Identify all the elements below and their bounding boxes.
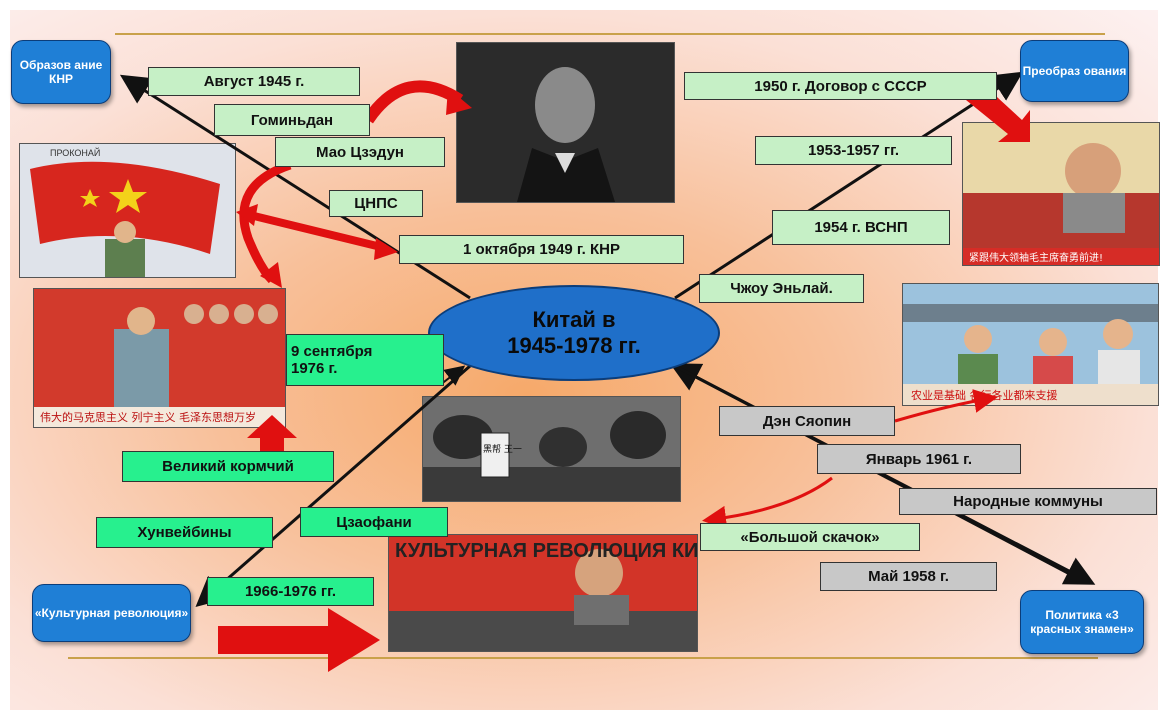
center-topic[interactable]: Китай в 1945-1978 гг. <box>428 285 720 381</box>
red-curve-deng <box>894 389 998 423</box>
node-cultural-revolution[interactable]: «Культурная революция» <box>32 584 191 642</box>
mao-portrait-poster: 紧跟伟大领袖毛主席奋勇前进! <box>962 122 1160 266</box>
label-deng: Дэн Сяопин <box>719 406 895 436</box>
label-1966-1976: 1966-1976 гг. <box>207 577 374 606</box>
poster-caption-3: 紧跟伟大领袖毛主席奋勇前进! <box>969 251 1103 264</box>
label-great-leap: «Большой скачок» <box>700 523 920 551</box>
center-title: Китай в <box>532 307 616 332</box>
label-cnps: ЦНПС <box>329 190 423 217</box>
node-transformations[interactable]: Преобраз ования <box>1020 40 1129 102</box>
connector-cultural <box>195 364 471 607</box>
center-years: 1945-1978 гг. <box>507 333 641 358</box>
label-hongweibing: Хунвейбины <box>96 517 273 548</box>
label-treaty-1950: 1950 г. Договор с СССР <box>684 72 997 100</box>
label-communes: Народные коммуны <box>899 488 1157 515</box>
mao-stalin-poster: 伟大的马克思主义 列宁主义 毛泽东思想万岁 <box>33 288 286 428</box>
red-right-arrow <box>218 608 380 672</box>
struggle-session-photo: 黑帮 王一 <box>422 396 681 502</box>
node-formation[interactable]: Образов ание КНР <box>11 40 111 104</box>
node-three-banners[interactable]: Политика «3 красных знамен» <box>1020 590 1144 654</box>
label-sep-1976: 9 сентября 1976 г. <box>286 334 444 386</box>
label-august-1945: Август 1945 г. <box>148 67 360 96</box>
cultural-poster-text: КУЛЬТУРНАЯ РЕВОЛЮЦИЯ КИТАЯ <box>395 540 697 562</box>
label-sep-1976-line1: 9 сентября <box>291 343 373 360</box>
label-guomindang: Гоминьдан <box>214 104 370 136</box>
portrait-figure <box>457 43 674 202</box>
portrait-photo <box>456 42 675 203</box>
label-sep-1976-line2: 1976 г. <box>291 360 338 377</box>
red-curve-guomindang <box>363 80 464 124</box>
label-zaofan: Цзаофани <box>300 507 448 537</box>
red-curve-mao <box>239 160 292 284</box>
label-great-helmsman: Великий кормчий <box>122 451 334 482</box>
label-vsnp-1954: 1954 г. ВСНП <box>772 210 950 245</box>
top-divider <box>115 33 1105 35</box>
label-mao: Мао Цзэдун <box>275 137 445 167</box>
label-may-1958: Май 1958 г. <box>820 562 997 591</box>
red-double-arrow <box>249 211 386 252</box>
poster-caption: ПРОКОНАЙ <box>50 147 100 158</box>
cultural-revolution-poster: КУЛЬТУРНАЯ РЕВОЛЮЦИЯ КИТАЯ <box>388 534 698 652</box>
label-zhou: Чжоу Эньлай. <box>699 274 864 303</box>
label-oct-1949: 1 октября 1949 г. КНР <box>399 235 684 264</box>
red-curve-leap <box>702 476 833 530</box>
placard-text: 黑帮 王一 <box>483 443 522 455</box>
red-flag-poster: ПРОКОНАЙ <box>19 143 236 278</box>
workers-poster: 农业是基础 各行各业都来支援 <box>902 283 1159 406</box>
red-block-arrow-right <box>966 86 1030 142</box>
label-1953-1957: 1953-1957 гг. <box>755 136 952 165</box>
red-up-arrow <box>247 415 297 452</box>
bottom-divider <box>68 657 1098 659</box>
connector-transformations <box>674 71 1024 300</box>
label-jan-1961: Январь 1961 г. <box>817 444 1021 474</box>
poster-caption-2: 伟大的马克思主义 列宁主义 毛泽东思想万岁 <box>40 410 256 424</box>
